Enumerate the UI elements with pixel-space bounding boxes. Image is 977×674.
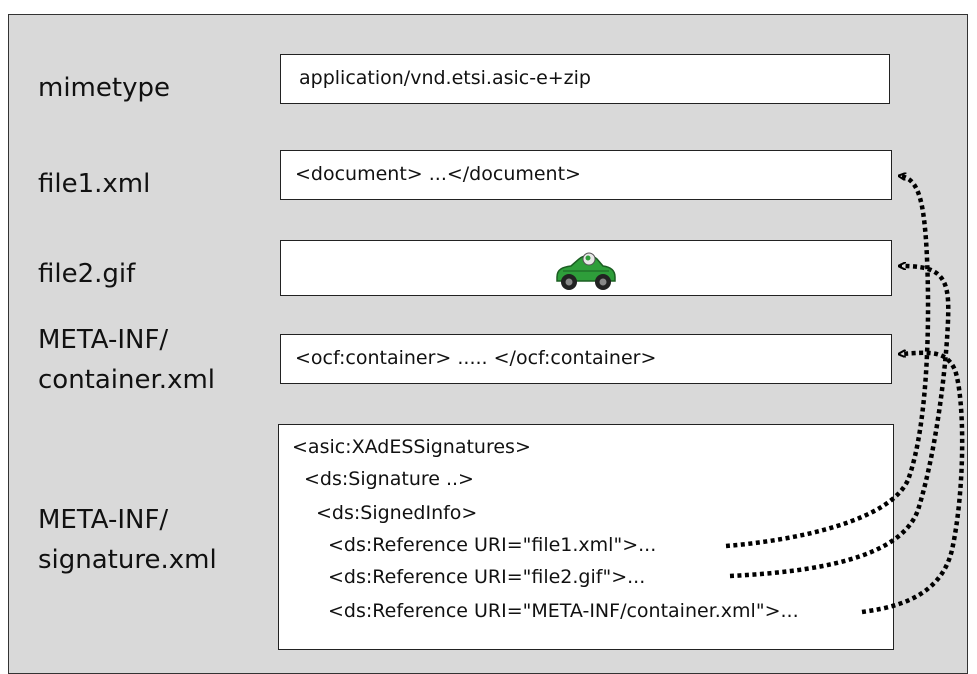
- signature-line: <ds:SignedInfo>: [316, 502, 478, 524]
- signature-box: [278, 424, 894, 650]
- arrow-file1-reference: [725, 176, 931, 549]
- container-content: <ocf:container> ..... </ocf:container>: [295, 347, 657, 369]
- label-file1: file1.xml: [38, 169, 151, 199]
- signature-line: <ds:Reference URI="META-INF/container.xm…: [328, 600, 799, 622]
- mimetype-box: application/vnd.etsi.asic-e+zip: [280, 54, 890, 104]
- label-signature-line2: signature.xml: [38, 545, 217, 575]
- label-container-line2: container.xml: [38, 365, 216, 395]
- file2-box: [280, 240, 892, 296]
- arrow-file2-reference: [729, 266, 951, 579]
- container-box: <ocf:container> ..... </ocf:container>: [280, 334, 892, 384]
- label-file2: file2.gif: [38, 259, 136, 289]
- signature-line: <asic:XAdESSignatures>: [292, 436, 531, 458]
- arrow-container-reference: [861, 353, 965, 615]
- file1-box: <document> ...</document>: [280, 150, 892, 200]
- signature-line: <ds:Reference URI="file2.gif">...: [328, 566, 646, 588]
- green-car-icon: [556, 252, 616, 290]
- label-container-line1: META-INF/: [38, 325, 169, 355]
- mimetype-value: application/vnd.etsi.asic-e+zip: [299, 67, 591, 89]
- signature-line: <ds:Reference URI="file1.xml">...: [328, 534, 657, 556]
- file1-content: <document> ...</document>: [295, 163, 581, 185]
- signature-line: <ds:Signature ..>: [304, 468, 474, 490]
- label-mimetype: mimetype: [38, 73, 170, 103]
- label-signature-line1: META-INF/: [38, 505, 169, 535]
